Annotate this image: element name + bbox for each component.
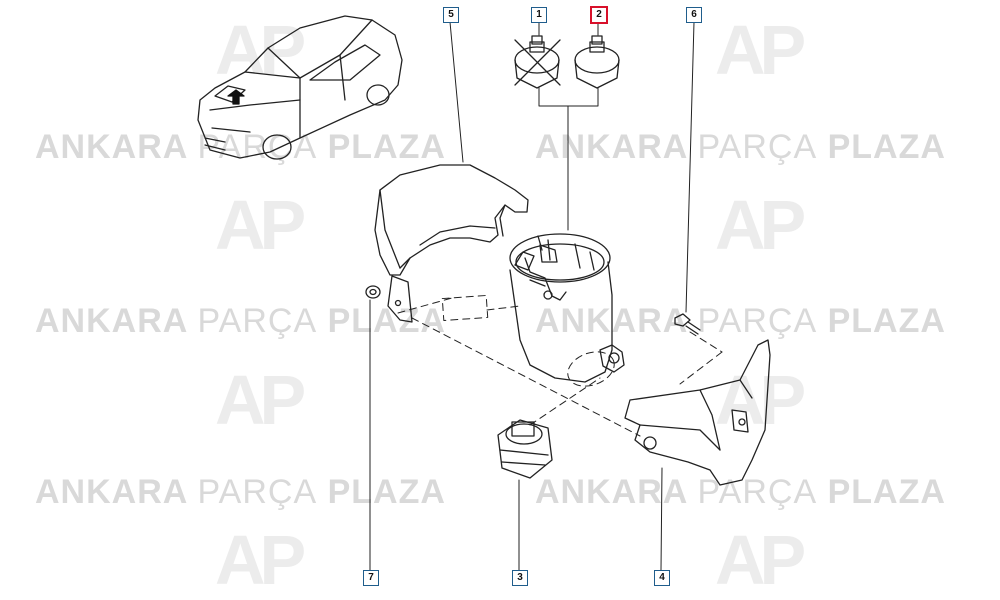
watermark-logo: AP — [715, 11, 806, 89]
watermark-logo: AP — [715, 521, 806, 599]
sensor-part-1 — [514, 35, 561, 89]
watermark-logo: AP — [215, 521, 306, 599]
watermark-text: ANKARA PARÇA PLAZA — [535, 128, 946, 166]
mounting-bracket-left — [387, 275, 413, 323]
washer-part — [365, 285, 381, 299]
callout-7[interactable]: 7 — [363, 570, 379, 586]
callout-5[interactable]: 5 — [443, 7, 459, 23]
watermark-logo: AP — [715, 361, 806, 439]
sensor-part-3 — [497, 419, 553, 479]
watermark-text: ANKARA PARÇA PLAZA — [35, 473, 446, 511]
callout-1[interactable]: 1 — [531, 7, 547, 23]
callout-2[interactable]: 2 — [590, 6, 608, 24]
support-bracket-part — [624, 339, 771, 486]
watermark-logo: AP — [215, 361, 306, 439]
heat-shield-part — [374, 164, 529, 276]
watermark-text: ANKARA PARÇA PLAZA — [535, 473, 946, 511]
car-illustration — [197, 15, 403, 160]
location-arrow-icon — [227, 89, 245, 105]
watermark-text: ANKARA PARÇA PLAZA — [35, 302, 446, 340]
watermark-text: ANKARA PARÇA PLAZA — [535, 302, 946, 340]
leader-lines — [369, 21, 695, 571]
fuel-filter-part — [509, 233, 625, 383]
watermark-logo: AP — [215, 11, 306, 89]
watermark-logo: AP — [715, 186, 806, 264]
watermark-logo: AP — [215, 186, 306, 264]
bolt-part — [674, 313, 701, 335]
watermark-text: ANKARA PARÇA PLAZA — [35, 128, 446, 166]
assembly-dashed-lines — [397, 294, 723, 437]
callout-4[interactable]: 4 — [654, 570, 670, 586]
callout-6[interactable]: 6 — [686, 7, 702, 23]
callout-3[interactable]: 3 — [512, 570, 528, 586]
sensor-part-2 — [574, 35, 620, 89]
